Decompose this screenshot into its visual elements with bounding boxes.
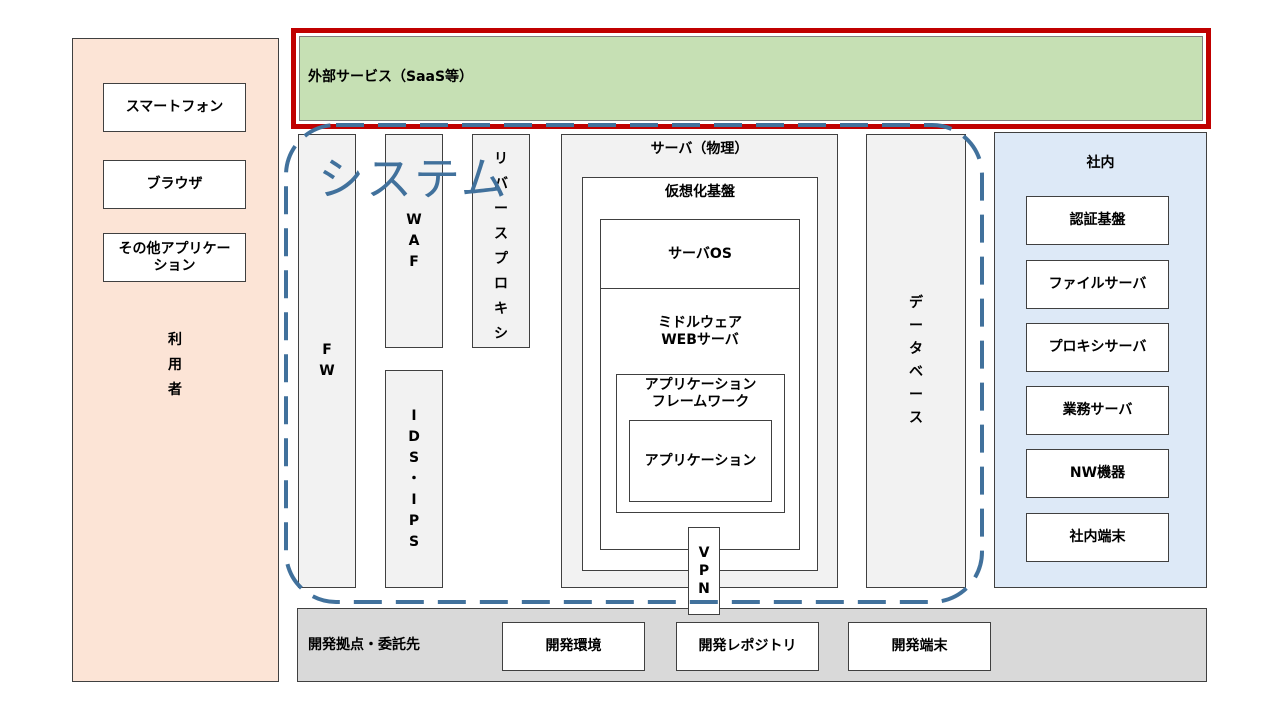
application: アプリケーション — [629, 420, 772, 502]
physical-server: サーバ（物理） 仮想化基盤 サーバOS ミドルウェア WEBサーバ アプリケーシ… — [561, 134, 838, 588]
server-os-block: サーバOS ミドルウェア WEBサーバ アプリケーション フレームワーク アプリ… — [600, 219, 800, 550]
internal-file-server: ファイルサーバ — [1026, 260, 1169, 309]
server-os: サーバOS — [601, 220, 799, 289]
users-label: 利 用 者 — [168, 331, 182, 398]
dev-site: 開発拠点・委託先 開発環境 開発レポジトリ 開発端末 — [297, 608, 1207, 682]
dev-environment: 開発環境 — [502, 622, 645, 671]
dev-repository: 開発レポジトリ — [676, 622, 819, 671]
device-smartphone: スマートフォン — [103, 83, 246, 132]
app-framework: アプリケーション フレームワーク アプリケーション — [616, 374, 785, 513]
external-services-frame: 外部サービス（SaaS等） — [291, 28, 1211, 129]
internal-terminal: 社内端末 — [1026, 513, 1169, 562]
internal-label: 社内 — [1086, 155, 1115, 171]
app-framework-label: アプリケーション フレームワーク — [644, 377, 757, 410]
internal-nw-equipment: NW機器 — [1026, 449, 1169, 498]
dev-site-label: 開発拠点・委託先 — [308, 637, 420, 653]
system-label: システム — [318, 152, 509, 206]
internal-network: 社内 認証基盤 ファイルサーバ プロキシサーバ 業務サーバ NW機器 社内端末 — [994, 132, 1207, 588]
database: デ ー タ ベ ー ス — [866, 134, 966, 588]
external-services-label: 外部サービス（SaaS等） — [308, 69, 474, 85]
internal-business-server: 業務サーバ — [1026, 386, 1169, 435]
virtualization-label: 仮想化基盤 — [665, 184, 735, 200]
dev-terminal: 開発端末 — [848, 622, 991, 671]
users-area: スマートフォン ブラウザ その他アプリケーション 利 用 者 — [72, 38, 279, 682]
device-browser: ブラウザ — [103, 160, 246, 209]
internal-proxy-server: プロキシサーバ — [1026, 323, 1169, 372]
internal-auth: 認証基盤 — [1026, 196, 1169, 245]
physical-server-label: サーバ（物理） — [650, 141, 749, 157]
virtualization-platform: 仮想化基盤 サーバOS ミドルウェア WEBサーバ アプリケーション フレームワ… — [582, 177, 818, 571]
vpn: V P N — [688, 527, 720, 615]
ids-ips: I D S ・ I P S — [385, 370, 443, 588]
middleware-label: ミドルウェア WEBサーバ — [658, 315, 742, 348]
device-other-apps: その他アプリケーション — [103, 233, 246, 282]
external-services-box: 外部サービス（SaaS等） — [299, 36, 1203, 121]
